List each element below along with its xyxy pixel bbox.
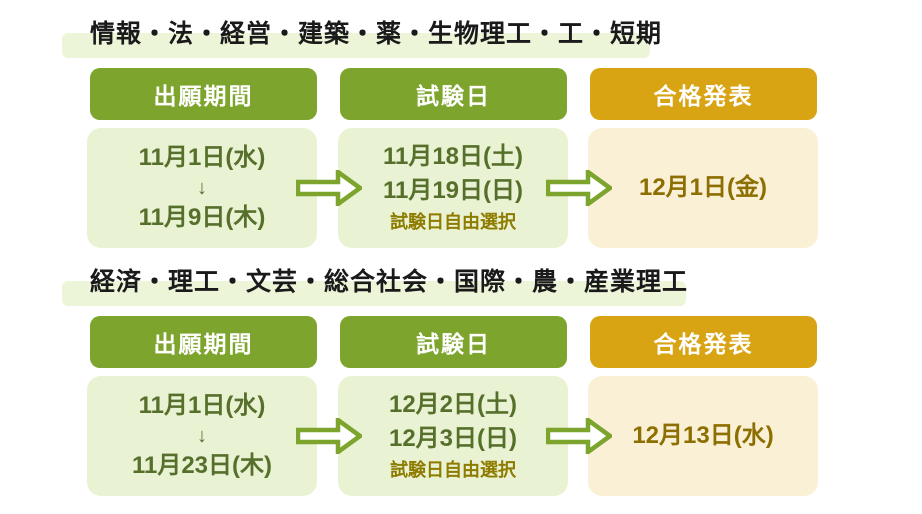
header-box-application-period: 出願期間 (90, 316, 317, 368)
schedule-section-1: 情報・法・経営・建築・薬・生物理工・工・短期 出願期間 試験日 合格発表 11月… (62, 20, 818, 248)
header-label: 試験日 (416, 83, 491, 109)
header-label: 合格発表 (653, 83, 754, 109)
exam-date-box: 12月2日(土) 12月3日(日) 試験日自由選択 (338, 376, 568, 496)
exam-date-box: 11月18日(土) 11月19日(日) 試験日自由選択 (338, 128, 568, 248)
header-box-application-period: 出願期間 (90, 68, 317, 120)
header-label: 出願期間 (153, 331, 254, 357)
down-arrow-icon: ↓ (197, 177, 207, 199)
header-box-results-announcement: 合格発表 (590, 316, 817, 368)
header-box-exam-date: 試験日 (340, 316, 567, 368)
date-start: 11月1日(水) (138, 144, 266, 171)
section-title: 経済・理工・文芸・総合社会・国際・農・産業理工 (90, 268, 689, 296)
results-date-box: 12月13日(水) (588, 376, 818, 496)
results-date-box: 12月1日(金) (588, 128, 818, 248)
header-box-exam-date: 試験日 (340, 68, 567, 120)
right-arrow-icon (546, 418, 612, 454)
right-arrow-icon (546, 170, 612, 206)
header-label: 出願期間 (153, 83, 254, 109)
application-period-box: 11月1日(水) ↓ 11月9日(木) (87, 128, 317, 248)
date-start: 11月1日(水) (138, 392, 266, 419)
exam-date-2: 11月19日(日) (382, 177, 524, 204)
exam-date-1: 11月18日(土) (382, 143, 524, 170)
header-box-results-announcement: 合格発表 (590, 68, 817, 120)
application-period-box: 11月1日(水) ↓ 11月23日(木) (87, 376, 317, 496)
right-arrow-icon (296, 418, 362, 454)
date-end: 11月23日(木) (131, 452, 273, 479)
exam-date-1: 12月2日(土) (388, 391, 518, 418)
header-label: 試験日 (416, 331, 491, 357)
header-label: 合格発表 (653, 331, 754, 357)
title-highlight-bar (62, 281, 686, 306)
results-date: 12月13日(水) (632, 422, 774, 449)
results-date: 12月1日(金) (638, 174, 768, 201)
section-title: 情報・法・経営・建築・薬・生物理工・工・短期 (90, 20, 663, 48)
exam-date-2: 12月3日(日) (388, 425, 518, 452)
down-arrow-icon: ↓ (197, 425, 207, 447)
right-arrow-icon (296, 170, 362, 206)
free-choice-note: 試験日自由選択 (390, 460, 516, 480)
schedule-section-2: 経済・理工・文芸・総合社会・国際・農・産業理工 出願期間 試験日 合格発表 11… (0, 248, 922, 506)
date-end: 11月9日(木) (138, 204, 266, 231)
title-highlight-bar (62, 33, 650, 58)
free-choice-note: 試験日自由選択 (390, 212, 516, 232)
